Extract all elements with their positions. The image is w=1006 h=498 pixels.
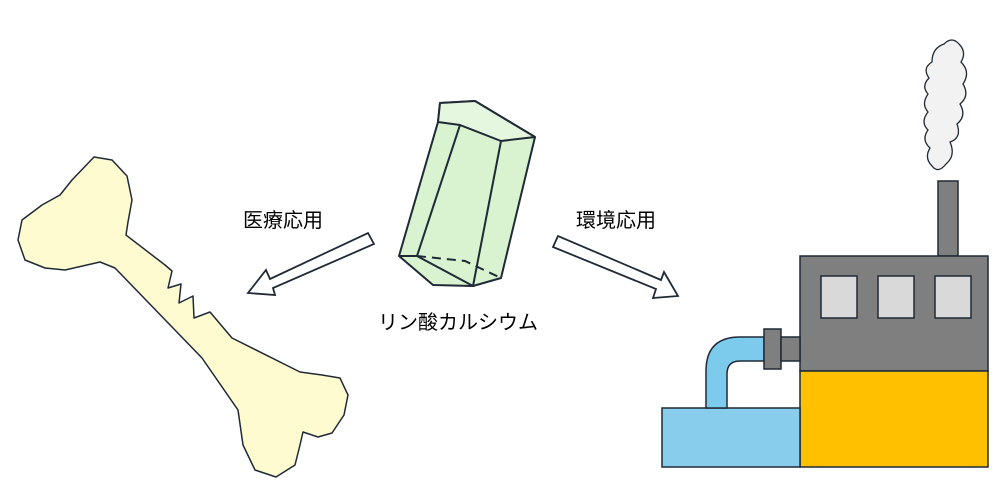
crystal-edge-right bbox=[472, 140, 502, 287]
left-arrow-shape bbox=[246, 231, 376, 296]
factory-icon bbox=[661, 39, 989, 468]
crystal-edge-left bbox=[416, 124, 461, 257]
label-medical-application: 医療応用 bbox=[243, 208, 323, 232]
crystal-bottom-edge-front bbox=[399, 255, 474, 287]
label-calcium-phosphate: リン酸カルシウム bbox=[378, 310, 538, 334]
left-arrow bbox=[246, 231, 376, 296]
smoke-cloud-icon bbox=[923, 39, 968, 171]
factory-tank bbox=[661, 407, 801, 468]
label-environmental-application: 環境応用 bbox=[576, 208, 656, 232]
factory-pipe-joint bbox=[763, 328, 782, 370]
factory-pipe bbox=[705, 336, 765, 409]
broken-bone-icon bbox=[17, 156, 349, 478]
factory-window-1 bbox=[820, 275, 858, 319]
crystal-bottom-edge-back bbox=[416, 255, 502, 279]
factory-window-2 bbox=[877, 275, 915, 319]
factory-lower-body bbox=[799, 370, 989, 468]
right-arrow bbox=[551, 234, 680, 300]
hexagonal-prism-crystal-icon bbox=[398, 100, 536, 287]
right-arrow-shape bbox=[551, 234, 680, 300]
factory-chimney bbox=[937, 180, 959, 257]
factory-window-3 bbox=[934, 275, 972, 319]
bone-shape bbox=[17, 156, 349, 478]
factory-pipe-connector bbox=[780, 336, 801, 362]
